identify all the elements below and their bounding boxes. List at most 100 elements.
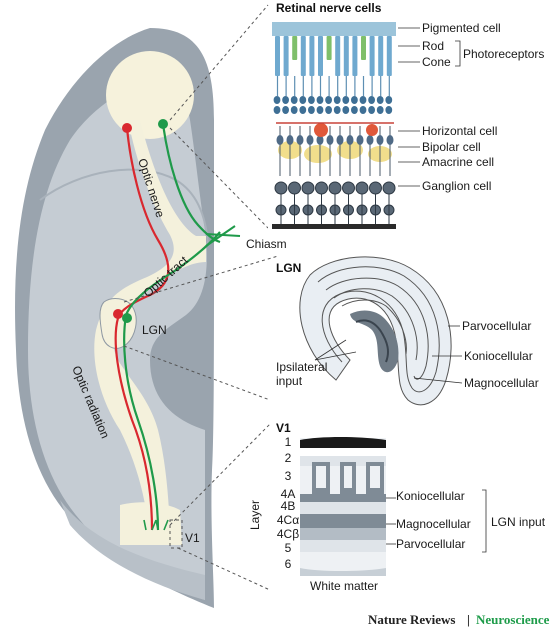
ipsilateral-input-label: input <box>276 374 303 388</box>
photoreceptor-nucleus <box>333 106 341 114</box>
bipolar-cell <box>386 135 394 145</box>
lgn-konio-label: Koniocellular <box>464 349 533 363</box>
amacrine-cell-label: Amacrine cell <box>422 155 494 169</box>
cone-label: Cone <box>422 55 451 69</box>
neural-paths <box>113 119 241 531</box>
hemisphere-fold <box>39 168 209 246</box>
lgn-konio-band <box>355 319 389 363</box>
lgn-input-label: LGN input <box>491 515 546 529</box>
ganglion-cell <box>342 181 355 195</box>
photoreceptor-nucleus <box>368 106 375 114</box>
photoreceptor-nucleus <box>325 106 332 114</box>
lgn-magno-layer <box>350 310 399 373</box>
rod-cell <box>369 36 375 76</box>
v1-layer4a <box>300 494 386 502</box>
ganglion-layer <box>274 181 396 224</box>
bipolar-cell-label: Bipolar cell <box>422 140 481 154</box>
lgn-outer <box>299 256 452 406</box>
footer-journal: Nature Reviews <box>368 612 456 627</box>
ganglion-cell <box>369 181 382 195</box>
v1-layer-label: 4Cβ <box>277 527 299 541</box>
photoreceptor-nucleus <box>351 96 358 104</box>
v1-terminals <box>143 519 169 531</box>
ipsilateral-label: Ipsilateral <box>276 360 327 374</box>
lgn-layers <box>299 256 452 406</box>
photoreceptor-nucleus <box>385 106 393 114</box>
bipolar-cell <box>326 135 334 145</box>
v1-layer5 <box>300 540 386 552</box>
pigmented-cell-label: Pigmented cell <box>422 21 501 35</box>
photoreceptor-nucleus <box>376 96 384 104</box>
v1-konio-label: Koniocellular <box>396 489 465 503</box>
photoreceptor-nucleus <box>325 96 332 104</box>
horizontal-cell-body <box>314 123 328 137</box>
rod-cell <box>386 36 392 76</box>
v1-title: V1 <box>276 421 291 435</box>
white-matter-label: White matter <box>310 579 378 593</box>
optic-tract-region <box>94 120 206 545</box>
v1-pia <box>300 437 386 448</box>
red-retina-cell <box>122 123 132 133</box>
photoreceptor-nucleus <box>359 106 367 114</box>
retina-bg <box>268 20 398 230</box>
occipital-shadow <box>60 500 205 600</box>
v1-layer6 <box>300 552 386 568</box>
v1-layer-label: 2 <box>285 451 292 465</box>
photoreceptor-nucleus <box>342 106 350 114</box>
rod-cell <box>378 36 384 76</box>
photoreceptor-nucleus <box>273 96 281 104</box>
pigment-layer <box>272 22 396 36</box>
bipolar-cell <box>356 135 364 145</box>
v1-cortex <box>300 437 386 576</box>
photoreceptor-nucleus <box>282 106 289 114</box>
v1-layer-label: 3 <box>285 469 292 483</box>
rod-cell <box>352 36 358 76</box>
ganglion-cell <box>355 181 369 195</box>
horizontal-cell-label: Horizontal cell <box>422 124 497 138</box>
v1-white-matter <box>300 568 386 576</box>
lgn-label: LGN <box>142 323 167 337</box>
v1-magno-label: Magnocellular <box>396 517 471 531</box>
rod-cell <box>283 36 289 76</box>
photoreceptor-nucleus <box>273 106 281 114</box>
ganglion-cell-label: Ganglion cell <box>422 179 491 193</box>
green-optic-tract <box>123 231 221 531</box>
retina-panel <box>268 20 398 230</box>
photoreceptor-nucleus <box>290 96 298 104</box>
v1-layer4ca <box>300 514 386 528</box>
rod-cell <box>309 36 315 76</box>
green-retina-cell <box>158 119 168 129</box>
amacrine-cell <box>304 145 332 163</box>
photoreceptor-nucleus <box>308 106 315 114</box>
v1-leaders <box>386 489 487 553</box>
bipolar-cell <box>346 135 354 145</box>
lgn-lamina <box>341 299 407 355</box>
v1-brain-label: V1 <box>185 531 200 545</box>
photoreceptor-nucleus <box>290 106 298 114</box>
bipolar-cell <box>376 135 384 145</box>
bipolar-cell <box>366 135 374 145</box>
lgn-title: LGN <box>276 261 301 275</box>
eyeball <box>106 51 194 139</box>
retina-title: Retinal nerve cells <box>276 1 382 15</box>
photoreceptor-nucleus <box>308 96 315 104</box>
bipolar-cell <box>306 135 314 145</box>
horizontal-cell-body <box>366 124 378 136</box>
lgn-parvo-label: Parvocellular <box>462 319 531 333</box>
photoreceptor-nucleus <box>299 106 307 114</box>
ganglion-cell <box>301 181 315 195</box>
photoreceptor-nucleus <box>342 96 350 104</box>
layer-axis-label: Layer <box>248 500 262 530</box>
v1-layer2 <box>300 456 386 466</box>
photoreceptor-nucleus <box>316 106 324 114</box>
chiasm-label: Chiasm <box>246 237 287 251</box>
cone-cell <box>292 36 298 60</box>
v1-layer-label: 5 <box>285 541 292 555</box>
cone-cell <box>361 36 366 60</box>
bipolar-cell <box>296 135 304 145</box>
nerve-fibre-layer <box>272 224 396 229</box>
photoreceptor-nucleus <box>282 96 289 104</box>
red-pathway <box>114 127 170 531</box>
v1-layer4b <box>300 502 386 514</box>
